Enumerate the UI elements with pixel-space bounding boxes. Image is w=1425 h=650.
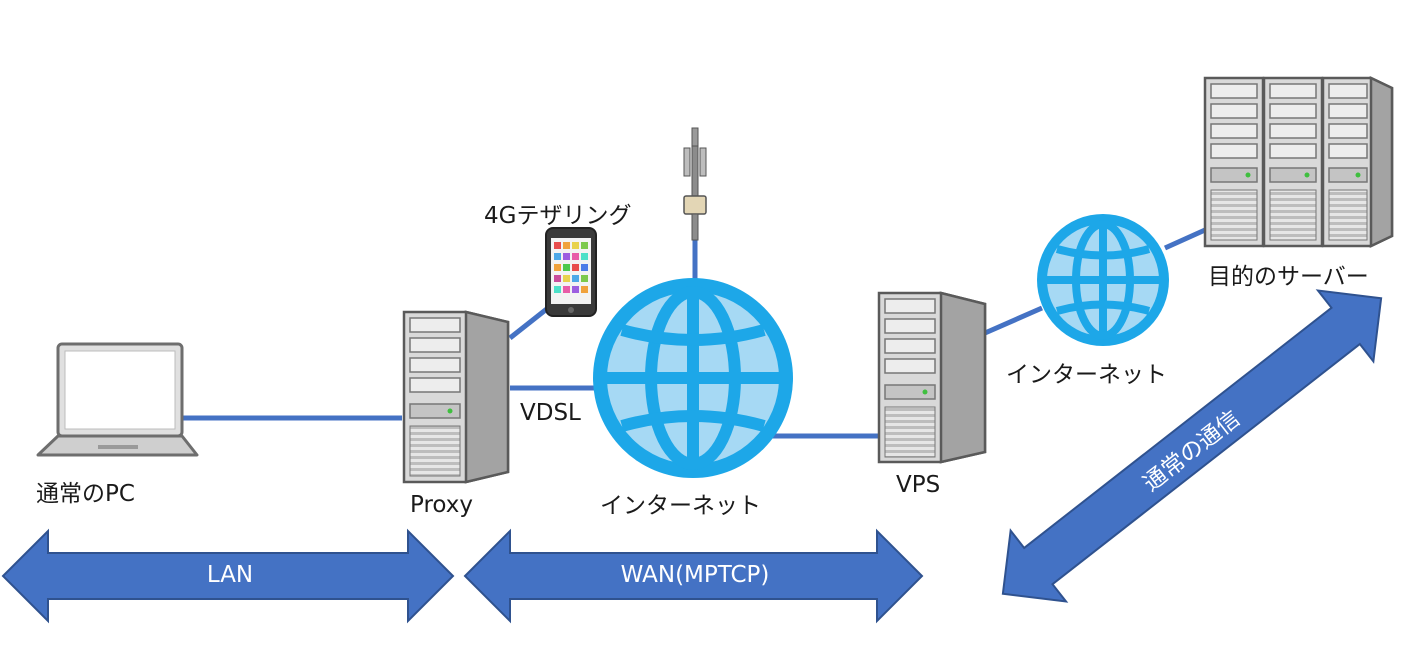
server-rack-icon	[1203, 76, 1394, 248]
smartphone-icon	[545, 227, 597, 317]
globe-icon	[1037, 214, 1169, 346]
laptop-icon	[36, 342, 199, 457]
server-icon	[402, 310, 510, 484]
internet-right-label: インターネット	[1006, 362, 1167, 388]
lan-arrow-label: LAN	[206, 562, 254, 588]
lan-arrow	[1, 528, 455, 624]
globe-icon	[593, 278, 793, 478]
internet-center-label: インターネット	[600, 493, 761, 519]
antenna-tower-icon	[683, 127, 707, 241]
connections	[175, 227, 1207, 439]
target-server-label: 目的のサーバー	[1208, 264, 1369, 290]
normal-communication-arrow	[1001, 289, 1383, 603]
internet-server-link	[1163, 227, 1207, 251]
proxy-phone-link	[508, 306, 550, 340]
proxy-label: Proxy	[410, 492, 474, 518]
tethering-label: 4Gテザリング	[484, 203, 632, 229]
wan-arrow	[463, 528, 924, 624]
vdsl-label: VDSL	[520, 400, 581, 426]
pc-label: 通常のPC	[36, 481, 135, 507]
wan-arrow-label: WAN(MPTCP)	[620, 562, 770, 588]
vps-internet-link	[983, 305, 1044, 336]
server-icon	[877, 291, 987, 464]
vps-label: VPS	[896, 472, 941, 498]
